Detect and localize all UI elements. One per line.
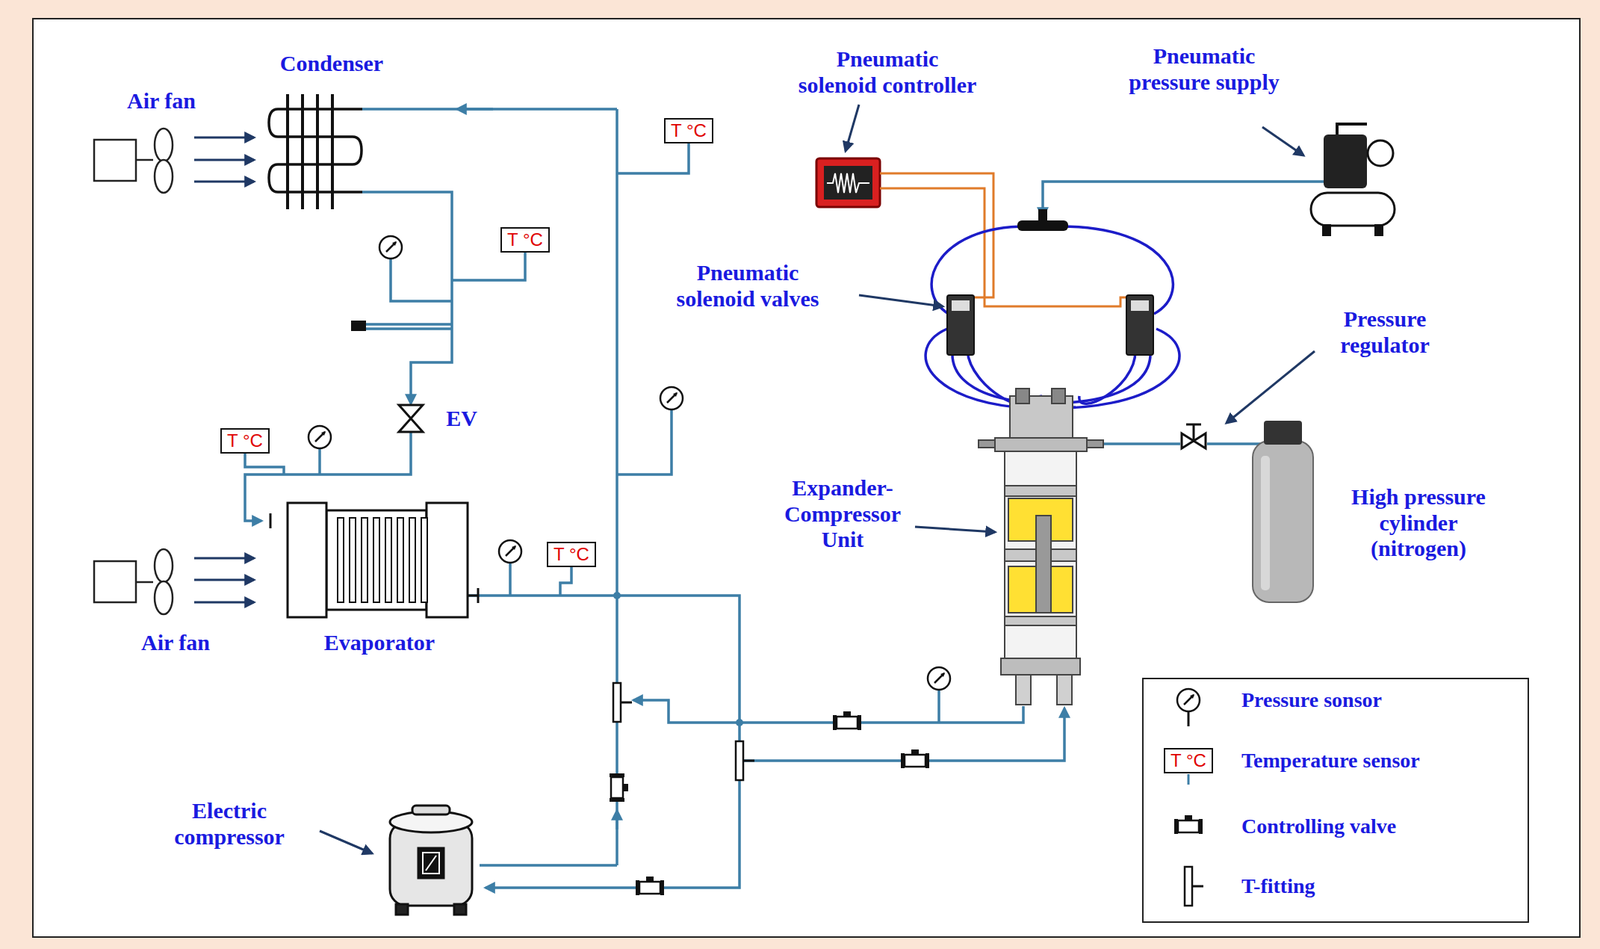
electric-compressor xyxy=(389,805,473,915)
temperature-sensor-box: T °C xyxy=(220,428,270,455)
temperature-sensor-box: T °C xyxy=(664,118,714,145)
sensor-text: T °C xyxy=(670,120,707,141)
component-label: Air fan xyxy=(126,88,196,115)
component-label: EV xyxy=(445,405,478,432)
pressure-regulator xyxy=(1181,424,1206,449)
legend-text: Pressure sonsor xyxy=(1241,687,1382,712)
component-label: Air fan xyxy=(141,629,210,656)
component-label: Evaporator xyxy=(324,629,435,656)
pneumatic-system xyxy=(816,123,1395,409)
evaporator-fin xyxy=(337,517,344,603)
component-label: Pneumatic solenoid controller xyxy=(797,46,978,98)
component-label: Pneumatic pressure supply xyxy=(1127,43,1281,95)
evaporator-fin xyxy=(373,517,380,603)
refrigerant-pipes xyxy=(245,109,1338,888)
evaporator-fin xyxy=(409,517,416,603)
legend-text: Temperature sensor xyxy=(1241,748,1420,773)
component-label: Electric compressor xyxy=(174,797,286,850)
evaporator-fin xyxy=(361,517,368,603)
evaporator xyxy=(270,502,479,617)
legend-text: Controlling valve xyxy=(1241,814,1397,839)
component-label: Pneumatic solenoid valves xyxy=(676,259,821,312)
sensor-text: T °C xyxy=(553,543,590,564)
expander-compressor-unit xyxy=(978,388,1104,705)
legend-box xyxy=(1142,678,1529,922)
component-label: Expander-Compressor Unit xyxy=(784,475,902,553)
component-label: Pressure regulator xyxy=(1340,306,1430,358)
evaporator-fin xyxy=(421,517,428,603)
frame xyxy=(32,18,1580,937)
component-label: High pressure cylinder (nitrogen) xyxy=(1350,484,1487,562)
evaporator-fin xyxy=(349,517,356,603)
evaporator-fin xyxy=(385,517,392,603)
legend-text: T-fitting xyxy=(1241,873,1316,898)
sensor-symbols xyxy=(308,236,951,895)
temperature-sensor-box: T °C xyxy=(546,541,597,568)
condenser xyxy=(268,94,363,210)
legend-sample: T °C xyxy=(1163,747,1214,774)
expansion-valve xyxy=(398,404,423,432)
nitrogen-cylinder xyxy=(1252,420,1314,603)
sensor-text: T °C xyxy=(507,229,544,250)
evaporator-fin xyxy=(397,517,404,603)
air-fan xyxy=(94,128,173,615)
temperature-sensor-box: T °C xyxy=(500,227,550,254)
component-label: Condenser xyxy=(280,50,384,77)
sensor-text: T °C xyxy=(227,430,263,451)
